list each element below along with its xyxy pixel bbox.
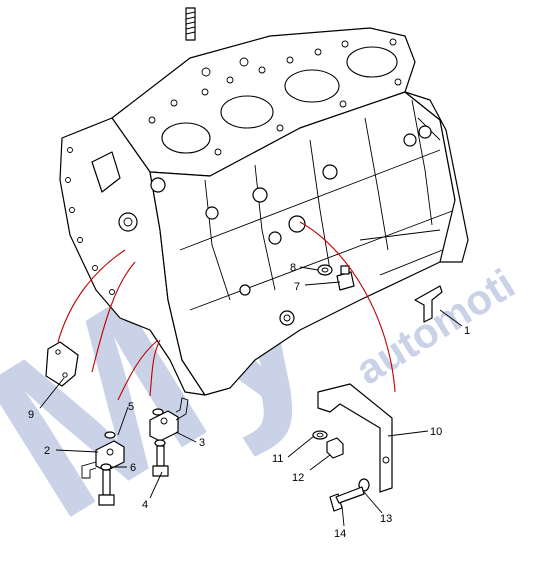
guide-plate-9 — [57, 249, 126, 343]
assembly-guides — [57, 221, 396, 401]
plate-9-part — [45, 341, 79, 387]
callout-5: 5 — [128, 401, 134, 413]
callout-8: 8 — [290, 262, 296, 274]
callout-7: 7 — [294, 281, 300, 293]
cylinder-bore-3 — [284, 69, 340, 103]
mount-right-3-part — [149, 397, 189, 442]
washer-5-part — [104, 408, 164, 439]
mount-left-2-part — [81, 440, 125, 479]
callout-9: 9 — [28, 409, 34, 421]
cylinder-bore-4 — [346, 46, 398, 78]
bolt-4-part — [98, 445, 169, 506]
callout-13: 13 — [380, 513, 392, 525]
cylinder-bore-1 — [161, 122, 211, 154]
cylinder-bore-2 — [220, 95, 274, 129]
washer-11-part — [312, 430, 328, 440]
front-boss — [118, 212, 138, 232]
callout-6: 6 — [130, 462, 136, 474]
guide-bracket-10 — [299, 221, 396, 393]
callout-3: 3 — [199, 437, 205, 449]
guide-plate-9b — [91, 261, 136, 373]
callout-1: 1 — [464, 325, 470, 337]
guide-mount-2 — [117, 339, 159, 401]
callout-10: 10 — [430, 426, 442, 438]
stud-part — [185, 7, 196, 41]
callout-4: 4 — [142, 499, 148, 511]
callout-labels: 1 2 3 4 5 6 7 8 9 10 11 12 13 14 — [28, 262, 470, 540]
plug-7-part — [336, 265, 355, 291]
front-port — [91, 151, 121, 193]
callout-2: 2 — [44, 445, 50, 457]
callout-14: 14 — [334, 528, 346, 540]
bracket-1-part — [414, 285, 443, 323]
callout-12: 12 — [292, 472, 304, 484]
leader-lines — [39, 266, 463, 527]
bolt-14-part — [329, 486, 365, 512]
nut-12-part — [326, 437, 344, 459]
guide-mount-3 — [149, 339, 161, 397]
bracket-10-part — [317, 383, 393, 493]
callout-11: 11 — [272, 453, 283, 465]
seal-8-part — [317, 264, 333, 276]
engine-block — [59, 27, 469, 396]
